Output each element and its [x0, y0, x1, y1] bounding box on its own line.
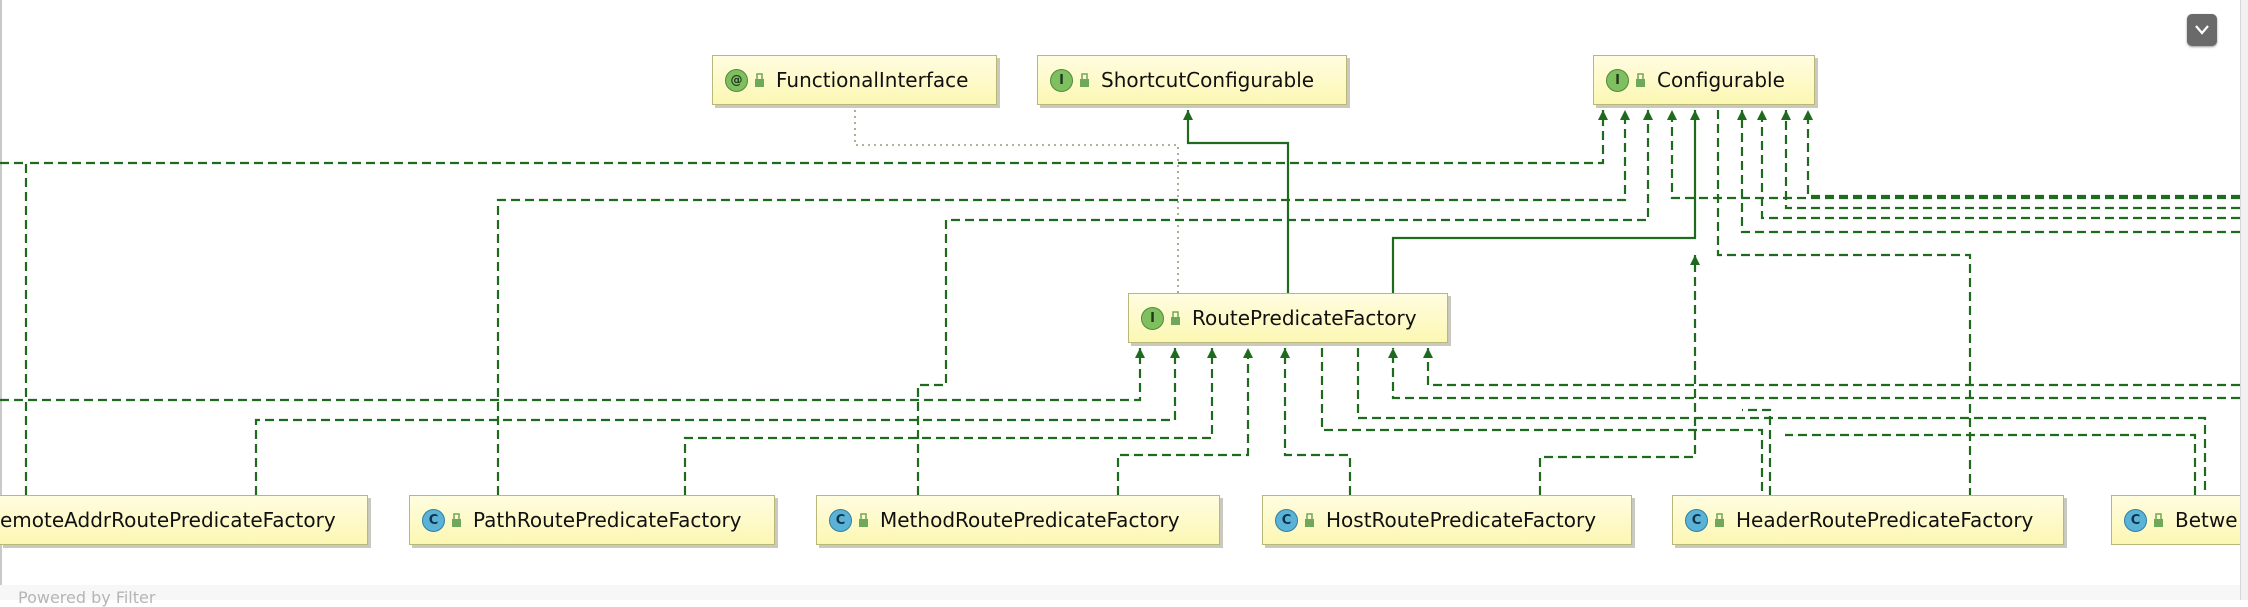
access-lock-icon [2154, 513, 2163, 527]
edge-host-rpf [1280, 348, 1352, 495]
access-lock-icon [1636, 73, 1645, 87]
node-label: PathRoutePredicateFactory [473, 508, 742, 532]
interface-badge-icon: I [1050, 68, 1073, 92]
interface-badge-icon: I [1606, 68, 1629, 92]
edge-method-rpf [1116, 348, 1253, 495]
edge-header2-configurable [1742, 408, 1772, 495]
node-label: HostRoutePredicateFactory [1326, 508, 1597, 532]
access-lock-icon [859, 513, 868, 527]
annotation-badge-icon: @ [725, 68, 748, 92]
node-label: MethodRoutePredicateFactory [880, 508, 1180, 532]
edge-host-configurable [1716, 110, 1972, 495]
edge-remote-addr-rpf [0, 348, 1145, 402]
access-lock-icon [755, 73, 764, 87]
class-badge-icon: C [422, 508, 445, 532]
node-shortcut-configurable[interactable]: I ShortcutConfigurable [1037, 55, 1347, 105]
edge-path-rpf [683, 348, 1217, 495]
node-configurable[interactable]: I Configurable [1593, 55, 1815, 105]
edge-side5-configurable [1803, 110, 2240, 198]
node-host-route-predicate-factory[interactable]: C HostRoutePredicateFactory [1262, 495, 1632, 545]
node-header-route-predicate-factory[interactable]: C HeaderRoutePredicateFactory [1672, 495, 2064, 545]
edge-header-configurable [1538, 255, 1700, 495]
status-strip [0, 585, 2240, 600]
node-label: emoteAddrRoutePredicateFactory [0, 508, 336, 532]
edge-remote-addr2-rpf [254, 348, 1180, 495]
access-lock-icon [1171, 311, 1180, 325]
access-lock-icon [1715, 513, 1724, 527]
chevron-down-icon [2195, 25, 2209, 35]
node-route-predicate-factory[interactable]: I RoutePredicateFactory [1128, 293, 1448, 343]
edge-path-configurable [496, 110, 1630, 495]
node-path-route-predicate-factory[interactable]: C PathRoutePredicateFactory [409, 495, 775, 545]
access-lock-icon [1305, 513, 1314, 527]
vertical-scrollbar[interactable] [2240, 0, 2248, 600]
edge-rpf-configurable [1391, 110, 1700, 293]
class-badge-icon: C [1685, 508, 1708, 532]
access-lock-icon [1080, 73, 1089, 87]
node-label: Configurable [1657, 68, 1785, 92]
edge-side1-configurable [1667, 110, 2240, 200]
node-remote-addr-route-predicate-factory[interactable]: emoteAddrRoutePredicateFactory [0, 495, 368, 545]
edge-side4-configurable [1781, 110, 2240, 210]
footer-partial-text: Powered by Filter [18, 588, 156, 607]
edge-side2-rpf [1423, 348, 2240, 387]
panel-left-border [0, 0, 2, 600]
edge-side2-configurable [1737, 110, 2240, 234]
collapse-panel-button[interactable] [2187, 14, 2217, 46]
class-badge-icon: C [829, 508, 852, 532]
node-label: HeaderRoutePredicateFactory [1736, 508, 2034, 532]
edge-host2-rpf [1320, 348, 1764, 495]
node-between-route-predicate-factory[interactable]: C Betwe [2111, 495, 2240, 545]
edge-method-configurable [916, 110, 1653, 495]
node-method-route-predicate-factory[interactable]: C MethodRoutePredicateFactory [816, 495, 1220, 545]
edge-remote-addr-configurable [24, 110, 1608, 495]
edge-rpf-shortcut-configurable [1183, 110, 1290, 293]
edge-side3-configurable [1757, 110, 2240, 220]
node-label: Betwe [2175, 508, 2238, 532]
edge-side1-rpf [1388, 348, 2240, 400]
class-badge-icon: C [2124, 508, 2147, 532]
edge-between-rpf [1785, 433, 2197, 495]
interface-badge-icon: I [1141, 306, 1164, 330]
node-label: RoutePredicateFactory [1192, 306, 1417, 330]
node-label: ShortcutConfigurable [1101, 68, 1315, 92]
node-functional-interface[interactable]: @ FunctionalInterface [712, 55, 997, 105]
node-label: FunctionalInterface [776, 68, 969, 92]
edge-header-rpf [1356, 348, 2207, 495]
access-lock-icon [452, 513, 461, 527]
class-badge-icon: C [1275, 508, 1298, 532]
